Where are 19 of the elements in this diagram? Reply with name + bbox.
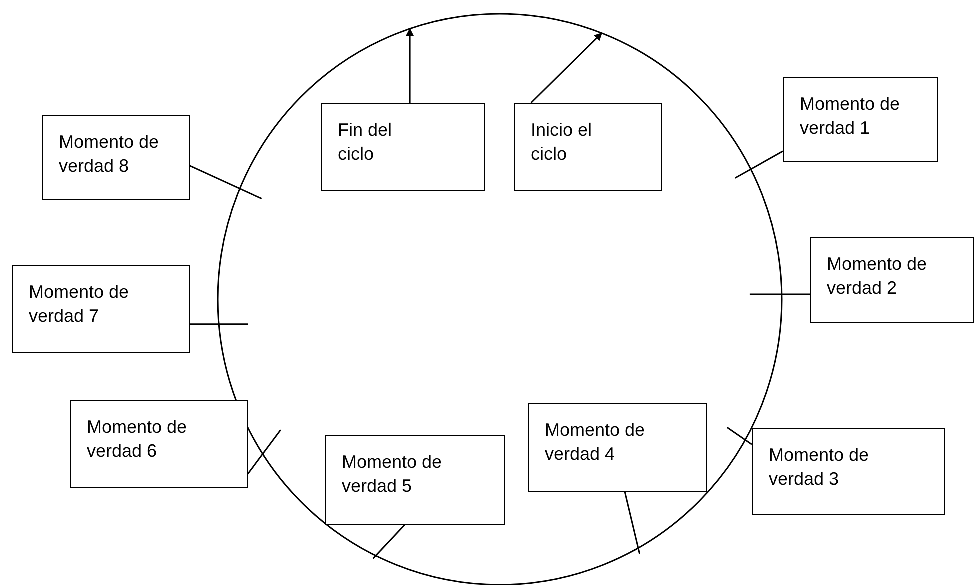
text-box: Momento de verdad 6	[70, 400, 248, 488]
text-box: Momento de verdad 8	[42, 115, 190, 200]
text-box: Momento de verdad 7	[12, 265, 190, 353]
text-box: Momento de verdad 3	[752, 428, 945, 515]
text-box: Fin del ciclo	[321, 103, 485, 191]
text-box: Inicio el ciclo	[514, 103, 662, 191]
text-box: Momento de verdad 4	[528, 403, 707, 492]
text-box: Momento de verdad 2	[810, 237, 974, 323]
arrow	[530, 32, 603, 104]
connector-line	[190, 165, 262, 200]
arrow	[406, 28, 414, 103]
connector-line	[247, 430, 282, 475]
connector-line	[750, 294, 810, 296]
text-box: Momento de verdad 5	[325, 435, 505, 525]
connector-line	[190, 324, 248, 326]
text-box: Momento de verdad 1	[783, 77, 938, 162]
connector-line	[734, 150, 784, 179]
connector-line	[372, 524, 406, 560]
connector-line	[624, 492, 641, 554]
